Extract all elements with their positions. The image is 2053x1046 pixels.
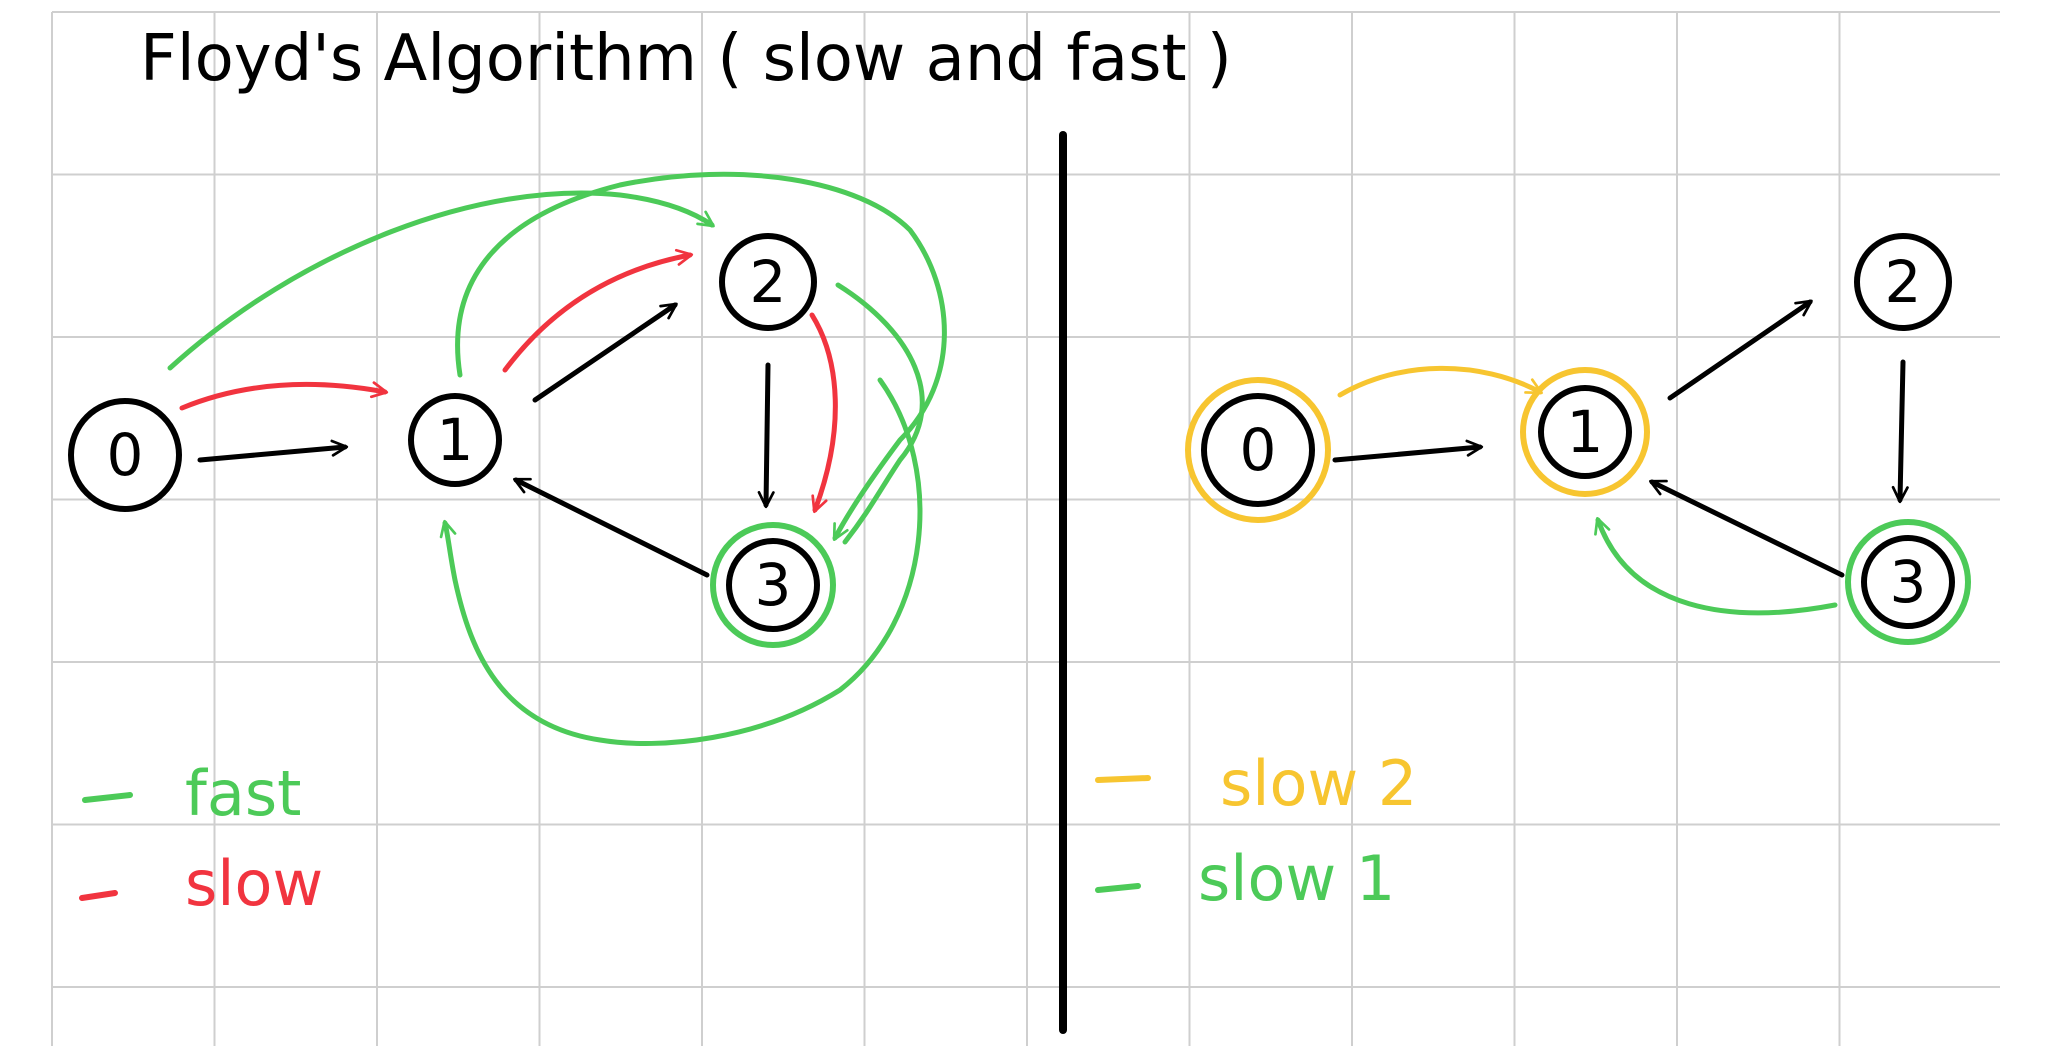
right-node-3-label: 3 bbox=[1890, 548, 1927, 616]
fast-path-2-to-3 bbox=[835, 282, 925, 545]
right-node-0-label: 0 bbox=[1240, 416, 1277, 484]
legend-slow1-swatch bbox=[1095, 883, 1141, 893]
fast-path-0-to-2 bbox=[167, 190, 715, 371]
slow-path-0-to-1 bbox=[179, 381, 389, 411]
right-edge-2-to-3 bbox=[1891, 359, 1909, 504]
right-edge-1-to-2 bbox=[1667, 299, 1813, 401]
slow-path-1-to-2 bbox=[502, 248, 694, 373]
left-legend: fast slow bbox=[79, 757, 323, 920]
page-title: Floyd's Algorithm ( slow and fast ) bbox=[140, 22, 1232, 96]
right-panel: 0 1 2 3 slow 2 slow 1 bbox=[1095, 233, 1971, 915]
left-node-2-label: 2 bbox=[750, 248, 787, 316]
right-node-1-label: 1 bbox=[1567, 398, 1604, 466]
left-node-0-label: 0 bbox=[107, 421, 144, 489]
right-legend: slow 2 slow 1 bbox=[1095, 747, 1417, 915]
right-node-0: 0 bbox=[1185, 377, 1331, 523]
fast-path-3-to-1-loop bbox=[439, 377, 923, 746]
right-edge-3-to-1 bbox=[1649, 479, 1845, 578]
edge-1-to-2 bbox=[532, 302, 678, 403]
left-node-3-label: 3 bbox=[755, 551, 792, 619]
legend-slow2-swatch bbox=[1095, 775, 1151, 783]
legend-slow2-label: slow 2 bbox=[1220, 747, 1417, 820]
edge-0-to-1 bbox=[197, 439, 349, 463]
legend-fast-label: fast bbox=[185, 757, 301, 830]
edge-2-to-3 bbox=[757, 362, 775, 509]
left-node-2: 2 bbox=[719, 233, 817, 331]
right-node-3: 3 bbox=[1845, 519, 1971, 645]
slow1-path-3-to-1 bbox=[1594, 516, 1838, 616]
edge-3-to-1 bbox=[513, 477, 710, 578]
left-node-0: 0 bbox=[68, 398, 182, 512]
slow2-path-0-to-1 bbox=[1337, 365, 1543, 398]
left-node-1: 1 bbox=[408, 393, 502, 487]
legend-slow-swatch bbox=[79, 890, 118, 901]
fast-path-1-to-2-loop bbox=[455, 171, 947, 541]
right-edge-0-to-1 bbox=[1332, 439, 1484, 463]
right-node-2-label: 2 bbox=[1885, 248, 1922, 316]
left-node-3: 3 bbox=[710, 522, 836, 648]
slow-path-2-to-3 bbox=[809, 312, 838, 514]
grid-lines bbox=[51, 11, 2000, 1046]
right-node-2: 2 bbox=[1854, 233, 1952, 331]
left-panel: 0 1 2 3 fast slow bbox=[68, 171, 947, 920]
left-node-1-label: 1 bbox=[437, 406, 474, 474]
legend-slow1-label: slow 1 bbox=[1198, 842, 1395, 915]
legend-slow-label: slow bbox=[185, 847, 323, 920]
right-node-1: 1 bbox=[1520, 367, 1650, 497]
legend-fast-swatch bbox=[82, 792, 133, 803]
